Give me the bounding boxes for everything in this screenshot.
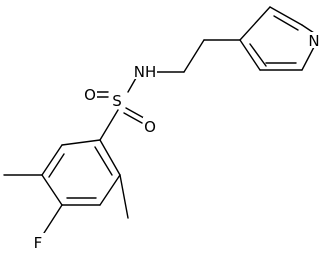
atom-f: F: [31, 233, 45, 252]
sulfur-label: S: [112, 92, 122, 110]
pyridine-nitrogen-label: N: [308, 32, 319, 50]
amine-nh-label: NH: [134, 63, 157, 81]
atom-n-pyridine: N: [307, 32, 321, 50]
oxygen-top-label: O: [84, 86, 96, 104]
atom-s: S: [109, 91, 125, 110]
substituents: [3, 174, 129, 234]
atom-o-top: O: [83, 85, 97, 104]
oxygen-bottom-label: O: [144, 118, 156, 136]
pyridine-ring: [239, 6, 315, 71]
atom-o-bottom: O: [143, 117, 157, 136]
fluorine-label: F: [34, 234, 43, 252]
ethyl-linker: [155, 39, 241, 73]
benzene-ring: [41, 139, 121, 206]
atom-nh: NH: [133, 63, 157, 81]
sulfonamide-group: [95, 77, 145, 141]
